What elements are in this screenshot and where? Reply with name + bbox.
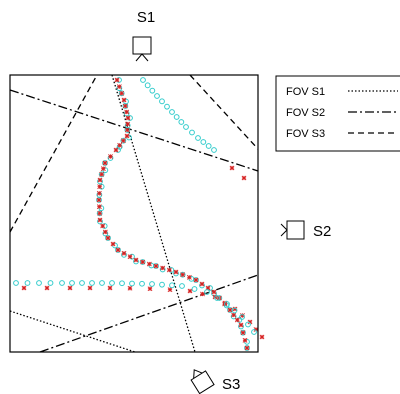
fov-s3-line-left: [9, 74, 98, 233]
reference-marker: [183, 124, 189, 130]
reference-marker: [179, 271, 186, 278]
legend-label-fov-s2: FOV S2: [286, 107, 325, 119]
reference-marker: [109, 280, 115, 286]
reference-marker: [239, 314, 245, 320]
reference-marker: [173, 114, 180, 120]
reference-marker: [211, 147, 217, 153]
sensor-s1-lens-icon: [135, 53, 149, 62]
sensor-s1: S1: [132, 9, 155, 62]
sensor-s3: S3: [190, 369, 240, 394]
reference-marker: [79, 280, 85, 286]
legend-label-fov-s3: FOV S3: [286, 128, 325, 140]
reference-marker: [140, 77, 146, 83]
reference-marker: [251, 329, 257, 335]
fov-s2-line-bottom: [39, 274, 259, 353]
surveillance-region: [9, 74, 259, 353]
reference-marker: [105, 235, 111, 241]
reference-marker: [193, 277, 199, 283]
legend-label-fov-s1: FOV S1: [286, 86, 325, 98]
reference-marker: [159, 98, 165, 105]
reference-marker: [59, 280, 65, 286]
reference-marker: [164, 103, 170, 110]
reference-marker: [149, 281, 155, 287]
reference-marker: [204, 289, 210, 295]
reference-marker: [24, 280, 31, 286]
sensor-s2-lens-icon: [280, 223, 288, 237]
sensor-s1-label: S1: [137, 9, 155, 26]
reference-marker: [169, 109, 175, 115]
legend-item-fov-s3: FOV S3: [286, 128, 398, 140]
sensor-s3-icon: [190, 370, 215, 394]
reference-marker: [240, 329, 246, 336]
reference-marker: [129, 280, 135, 287]
reference-marker: [224, 301, 230, 307]
reference-marker: [120, 137, 127, 144]
reference-marker: [245, 321, 251, 328]
reference-marker: [118, 90, 125, 97]
reference-marker: [36, 280, 42, 286]
sensor-s2-label: S2: [313, 223, 331, 240]
reference-marker: [102, 160, 108, 166]
reference-marker: [96, 197, 102, 203]
fov-s1-line-left: [9, 310, 136, 353]
reference-marker: [144, 82, 151, 89]
reference-marker: [231, 307, 238, 314]
tracks: [13, 77, 265, 351]
reference-marker: [154, 93, 160, 99]
reference-marker: [69, 280, 75, 286]
legend-item-fov-s1: FOV S1: [286, 86, 398, 98]
reference-marker: [96, 210, 103, 217]
fov-s1-line-right: [111, 74, 196, 353]
sensor-s2: S2: [280, 220, 331, 240]
reference-marker: [89, 280, 95, 286]
reference-marker: [119, 280, 125, 287]
sensor-s3-lens-icon: [193, 369, 203, 379]
reference-marker: [124, 127, 131, 133]
sensor-s3-label: S3: [222, 376, 240, 393]
legend-box: [275, 75, 400, 152]
sensor-s1-icon: [132, 36, 152, 55]
reference-marker: [99, 280, 105, 286]
reference-marker: [153, 263, 159, 269]
fov-lines: [9, 74, 259, 353]
reference-marker: [214, 295, 220, 301]
reference-marker: [179, 283, 185, 289]
fov-s2-line-top: [9, 89, 259, 172]
reference-marker: [191, 286, 198, 292]
reference-marker: [149, 87, 156, 94]
reference-marker: [115, 247, 121, 253]
reference-marker: [244, 345, 250, 351]
reference-marker: [122, 103, 129, 109]
legend: FOV S1 FOV S2 FOV S3: [275, 75, 400, 152]
reference-marker: [189, 129, 195, 136]
reference-marker: [205, 143, 212, 149]
reference-marker: [98, 171, 105, 178]
legend-item-fov-s2: FOV S2: [286, 107, 398, 119]
reference-marker: [139, 259, 146, 265]
reference-marker: [195, 135, 201, 141]
reference-marker: [13, 280, 19, 286]
reference-marker: [178, 119, 185, 125]
reference-marker: [216, 295, 223, 301]
reference-marker: [159, 281, 165, 288]
reference-marker: [139, 280, 145, 287]
reference-marker: [169, 282, 175, 289]
reference-marker: [47, 280, 54, 286]
reference-marker: [200, 139, 207, 145]
fov-s3-line-right: [189, 74, 259, 150]
sensor-s2-icon: [286, 220, 305, 240]
